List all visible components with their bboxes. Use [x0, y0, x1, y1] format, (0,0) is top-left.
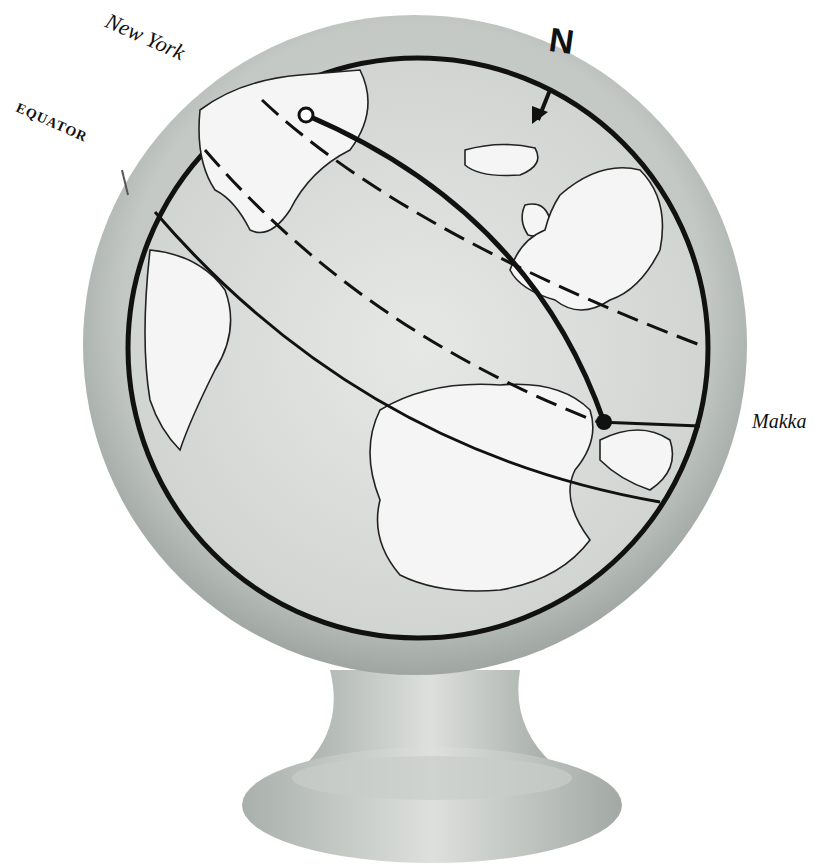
new-york-point: [299, 108, 313, 122]
makka-point: [596, 414, 612, 430]
leader-line: [122, 170, 128, 195]
equator-label: EQUATOR: [13, 100, 89, 146]
north-arrowhead: [532, 106, 548, 124]
globe-ring: [83, 15, 747, 675]
equator-line: [598, 422, 700, 426]
landmass: [145, 70, 673, 591]
stand-base: [242, 747, 622, 863]
dashed-line: [262, 100, 700, 345]
great-circle-route: [306, 115, 604, 422]
stand-top: [292, 756, 572, 800]
dashed-line: [205, 150, 598, 422]
place-label: Makka: [752, 410, 806, 433]
solid-line: [155, 212, 660, 502]
globe: [128, 58, 708, 638]
place-label: New York: [101, 8, 188, 66]
